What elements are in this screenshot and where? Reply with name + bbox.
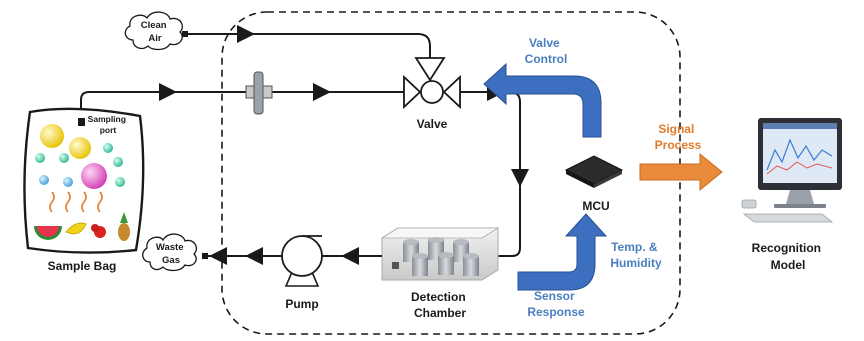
fruit-icon <box>34 212 130 241</box>
sensor-cylinder <box>412 253 428 276</box>
svg-text:Waste Gas: Waste Gas <box>156 242 186 266</box>
molecule <box>103 143 113 153</box>
sensor-cylinder <box>463 253 479 276</box>
cloud-icon <box>142 233 198 272</box>
clean-air-port <box>182 31 188 37</box>
recognition-model-label-1: Recognition <box>752 241 821 255</box>
odor-wave <box>97 191 103 213</box>
sampling-port-icon <box>78 118 85 126</box>
detection-chamber-label-2: Chamber <box>414 306 466 320</box>
clean-air-cloud: Clean Air <box>124 11 184 51</box>
svg-text:Recognition Model: Recognition Model <box>752 241 825 272</box>
sample-bag-label: Sample Bag <box>48 259 117 273</box>
signal-process-label-2: Process <box>655 138 702 152</box>
molecule <box>35 153 45 163</box>
sensor-cylinder <box>438 252 454 275</box>
svg-text:Sampling port: Sampling port <box>88 114 129 135</box>
sampling-port-label-1: Sampling <box>88 114 126 124</box>
molecule <box>40 124 64 148</box>
signal-process-arrow <box>639 152 723 192</box>
molecule <box>39 175 49 185</box>
filter-icon <box>245 71 273 115</box>
waste-port <box>202 253 208 259</box>
molecule <box>59 153 69 163</box>
odor-wave <box>49 191 55 213</box>
mcu-chip-icon <box>564 155 624 188</box>
sensor-response-arrow <box>517 213 608 291</box>
signal-process-label-1: Signal <box>658 122 694 136</box>
svg-text:Sensor Response: Sensor Response <box>527 289 585 319</box>
clean-air-label-1: Clean <box>141 20 167 31</box>
cloud-icon <box>124 11 184 51</box>
waste-gas-label-1: Waste <box>156 242 184 253</box>
valve-control-label-2: Control <box>525 52 568 66</box>
temp-humidity-label-2: Humidity <box>610 256 662 270</box>
valve-label: Valve <box>417 117 448 131</box>
svg-text:Detection Chamber: Detection Chamber <box>411 290 469 320</box>
clean-air-label-2: Air <box>148 33 162 44</box>
sample-line <box>80 91 404 120</box>
pump-icon <box>281 235 323 287</box>
odor-wave <box>65 191 71 213</box>
svg-text:Temp. & Humidity: Temp. & Humidity <box>610 240 662 270</box>
svg-text:Signal Process: Signal Process <box>655 122 702 152</box>
molecule <box>81 163 107 189</box>
mcu-label: MCU <box>582 199 609 213</box>
pump-label: Pump <box>285 297 318 311</box>
computer-monitor-icon <box>741 118 842 223</box>
svg-text:Valve Control: Valve Control <box>525 36 568 66</box>
valve-icon <box>403 57 461 110</box>
valve-control-arrow <box>483 62 602 138</box>
clean-air-line <box>188 33 431 58</box>
waste-gas-cloud: Waste Gas <box>142 233 198 272</box>
molecule <box>113 157 123 167</box>
waste-gas-label-2: Gas <box>162 255 180 266</box>
molecule <box>115 177 125 187</box>
valve-control-label-1: Valve <box>529 36 560 50</box>
svg-text:Clean Air: Clean Air <box>141 20 170 44</box>
molecule <box>69 137 91 159</box>
temp-humidity-label-1: Temp. & <box>611 240 658 254</box>
recognition-model-label-2: Model <box>771 258 806 272</box>
detection-chamber-label-1: Detection <box>411 290 466 304</box>
odor-wave <box>81 191 87 213</box>
sampling-port-label-2: port <box>100 125 117 135</box>
sensor-response-label-2: Response <box>527 305 585 319</box>
molecule <box>63 177 73 187</box>
sensor-response-label-1: Sensor <box>534 289 575 303</box>
sample-bag: Sampling port <box>23 107 145 254</box>
sensor-array-icon <box>380 227 500 281</box>
